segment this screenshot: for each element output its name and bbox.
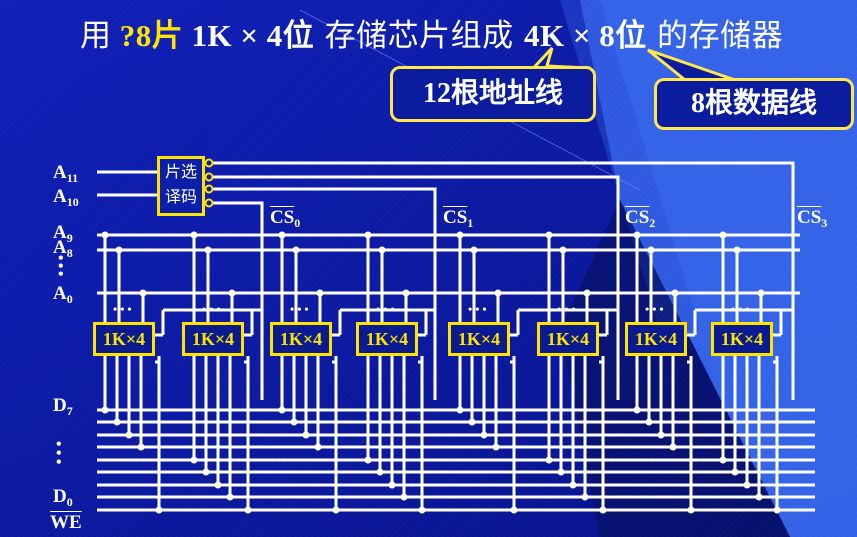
data-ellipsis: ••• [56, 436, 62, 471]
title-prefix: 用 [80, 18, 112, 54]
chip-address-ellipsis: • • • [731, 302, 750, 316]
decoder-label-2: 译码 [164, 187, 197, 206]
title-highlight: ?8片 [119, 18, 184, 53]
chip-address-ellipsis: • • • [113, 302, 132, 316]
callout-data-text: 8根数据线 [690, 88, 817, 119]
slide-title: 用 ?8片 1K × 4位 存储芯片组成 4K × 8位 的存储器 [80, 10, 783, 55]
memory-chip-4: 1K×4 [448, 322, 510, 356]
label-cs2: CS2 [625, 207, 656, 230]
chip-address-ellipsis: • • • [290, 302, 309, 316]
label-cs1: CS1 [443, 207, 474, 230]
memory-chip-0: 1K×4 [93, 322, 155, 356]
memory-chip-7: 1K×4 [711, 322, 773, 356]
memory-chip-2: 1K×4 [270, 322, 332, 356]
label-a10: A10 [53, 186, 79, 209]
label-a11: A11 [53, 162, 79, 185]
chip-address-ellipsis: • • • [468, 302, 487, 316]
memory-chip-1: 1K×4 [182, 322, 244, 356]
title-chip-spec: 1K × 4位 [191, 18, 315, 53]
chip-address-ellipsis: • • • [376, 302, 395, 316]
label-cs3: CS3 [797, 207, 828, 230]
chip-select-decoder: 片选 译码 [157, 156, 205, 216]
label-d7: D7 [53, 395, 73, 418]
memory-chip-3: 1K×4 [356, 322, 418, 356]
label-a9: A9 [53, 222, 73, 245]
address-ellipsis: ••• [58, 250, 64, 283]
chip-address-ellipsis: • • • [645, 302, 664, 316]
label-we: WE [50, 512, 82, 533]
decoder-label-1: 片选 [164, 162, 197, 181]
memory-chip-5: 1K×4 [537, 322, 599, 356]
callout-address-lines: 12根地址线 [390, 66, 596, 122]
chip-address-ellipsis: • • • [557, 302, 576, 316]
label-d0: D0 [53, 486, 73, 509]
callout-address-text: 12根地址线 [422, 78, 563, 109]
label-a0: A0 [53, 283, 73, 306]
label-a8: A8 [53, 237, 73, 260]
chip-address-ellipsis: • • • [202, 302, 221, 316]
title-memory-spec: 4K × 8位 [524, 18, 647, 53]
memory-chip-6: 1K×4 [625, 322, 687, 356]
title-suffix: 的存储器 [646, 18, 784, 54]
label-cs0: CS0 [270, 207, 301, 230]
title-middle: 存储芯片组成 [314, 18, 524, 54]
callout-data-lines: 8根数据线 [654, 78, 854, 130]
